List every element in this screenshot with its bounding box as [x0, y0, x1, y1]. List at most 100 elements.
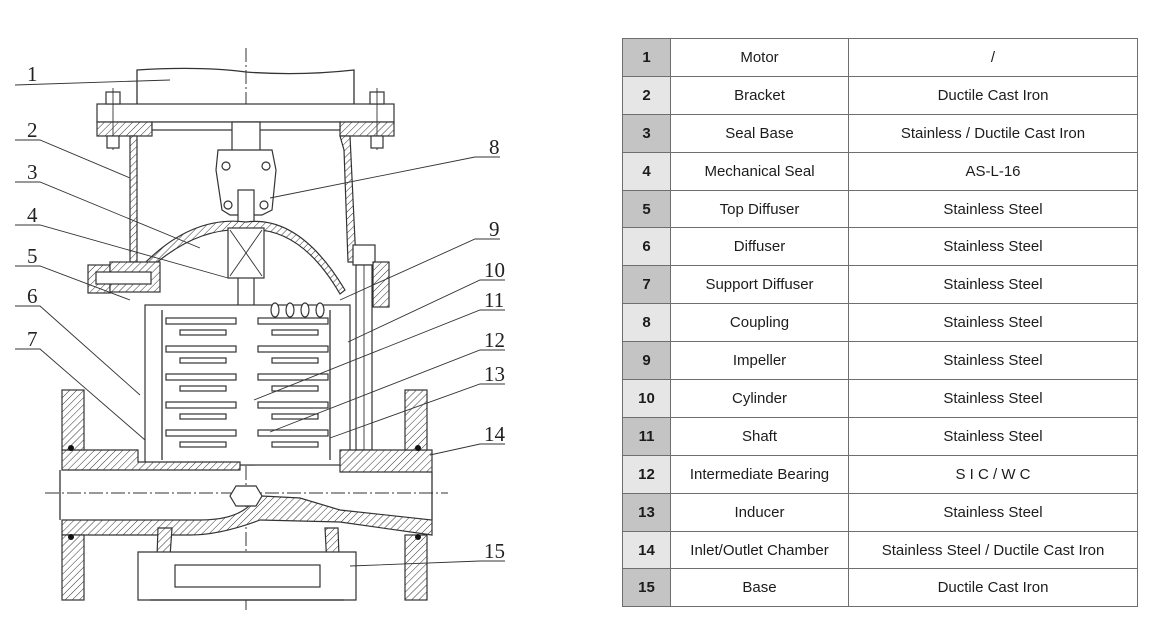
base [137, 527, 357, 601]
part-number: 9 [622, 341, 671, 381]
part-name: Bracket [670, 75, 849, 115]
part-material: Stainless Steel [848, 379, 1138, 418]
part-name: Inlet/Outlet Chamber [670, 530, 849, 570]
part-name: Support Diffuser [670, 265, 849, 305]
diffuser-plate [165, 429, 237, 437]
part-name: Base [670, 568, 849, 608]
diffuser-plate [257, 373, 329, 381]
part-material: Stainless Steel / Ductile Cast Iron [848, 530, 1138, 570]
callout-1: 1 [27, 62, 38, 86]
vent-plug [87, 261, 161, 294]
bracket [129, 135, 357, 263]
part-material: Ductile Cast Iron [848, 568, 1138, 608]
impeller-plate [179, 329, 227, 336]
callout-7: 7 [27, 327, 38, 351]
diffuser-plate [257, 429, 329, 437]
part-material: / [848, 38, 1138, 77]
impeller-stages [165, 317, 329, 448]
part-number: 6 [622, 227, 671, 267]
part-name: Cylinder [670, 379, 849, 418]
callout-5: 5 [27, 244, 38, 268]
part-name: Shaft [670, 416, 849, 456]
seal-base [139, 220, 346, 295]
diffuser-plate [165, 401, 237, 409]
part-number: 5 [622, 189, 671, 229]
part-name: Top Diffuser [670, 189, 849, 229]
impeller-plate [179, 441, 227, 448]
inlet-outlet-chamber [59, 389, 433, 601]
part-number: 4 [622, 151, 671, 191]
part-material: Stainless Steel [848, 227, 1138, 267]
impeller-plate [179, 357, 227, 364]
callout-4: 4 [27, 203, 38, 227]
diffuser-stack [144, 304, 351, 466]
diffuser-plate [165, 317, 237, 325]
part-number: 12 [622, 454, 671, 494]
impeller-plate [271, 413, 319, 420]
callout-14: 14 [484, 422, 506, 446]
impeller-plate [271, 441, 319, 448]
part-number: 7 [622, 265, 671, 305]
part-material: Stainless Steel [848, 341, 1138, 381]
diffuser-plate [257, 345, 329, 353]
callout-11: 11 [484, 288, 504, 312]
motor [136, 67, 355, 104]
part-name: Diffuser [670, 227, 849, 267]
coupling [215, 121, 277, 216]
diffuser-plate [257, 317, 329, 325]
callout-8: 8 [489, 135, 500, 159]
part-material: Ductile Cast Iron [848, 75, 1138, 115]
callout-9: 9 [489, 217, 500, 241]
diffuser-plate [257, 401, 329, 409]
impeller-plate [271, 329, 319, 336]
pump-cross-section-diagram: 1 2 3 4 5 6 7 8 9 10 11 12 13 14 15 [14, 48, 506, 610]
part-number: 15 [622, 568, 671, 608]
part-material: Stainless Steel [848, 303, 1138, 343]
part-number: 10 [622, 379, 671, 418]
part-number: 14 [622, 530, 671, 570]
impeller-plate [271, 357, 319, 364]
callout-10: 10 [484, 258, 505, 282]
callout-labels: 1 2 3 4 5 6 7 8 9 10 11 12 13 14 15 [27, 62, 506, 563]
impeller-eyes [270, 302, 325, 318]
part-name: Motor [670, 38, 849, 77]
part-number: 13 [622, 492, 671, 532]
part-number: 11 [622, 416, 671, 456]
part-material: Stainless Steel [848, 265, 1138, 305]
part-number: 3 [622, 113, 671, 153]
part-material: Stainless Steel [848, 189, 1138, 229]
diffuser-plate [165, 373, 237, 381]
callout-3: 3 [27, 160, 38, 184]
part-name: Intermediate Bearing [670, 454, 849, 494]
impeller-plate [179, 413, 227, 420]
callout-leaders [14, 79, 505, 567]
diffuser-plate [165, 345, 237, 353]
part-name: Mechanical Seal [670, 151, 849, 191]
part-material: Stainless Steel [848, 416, 1138, 456]
part-material: Stainless Steel [848, 492, 1138, 532]
part-number: 8 [622, 303, 671, 343]
callout-15: 15 [484, 539, 505, 563]
part-name: Inducer [670, 492, 849, 532]
impeller-plate [271, 385, 319, 392]
callout-2: 2 [27, 118, 38, 142]
impeller-plate [179, 385, 227, 392]
part-material: Stainless / Ductile Cast Iron [848, 113, 1138, 153]
part-material: S I C / W C [848, 454, 1138, 494]
callout-6: 6 [27, 284, 38, 308]
